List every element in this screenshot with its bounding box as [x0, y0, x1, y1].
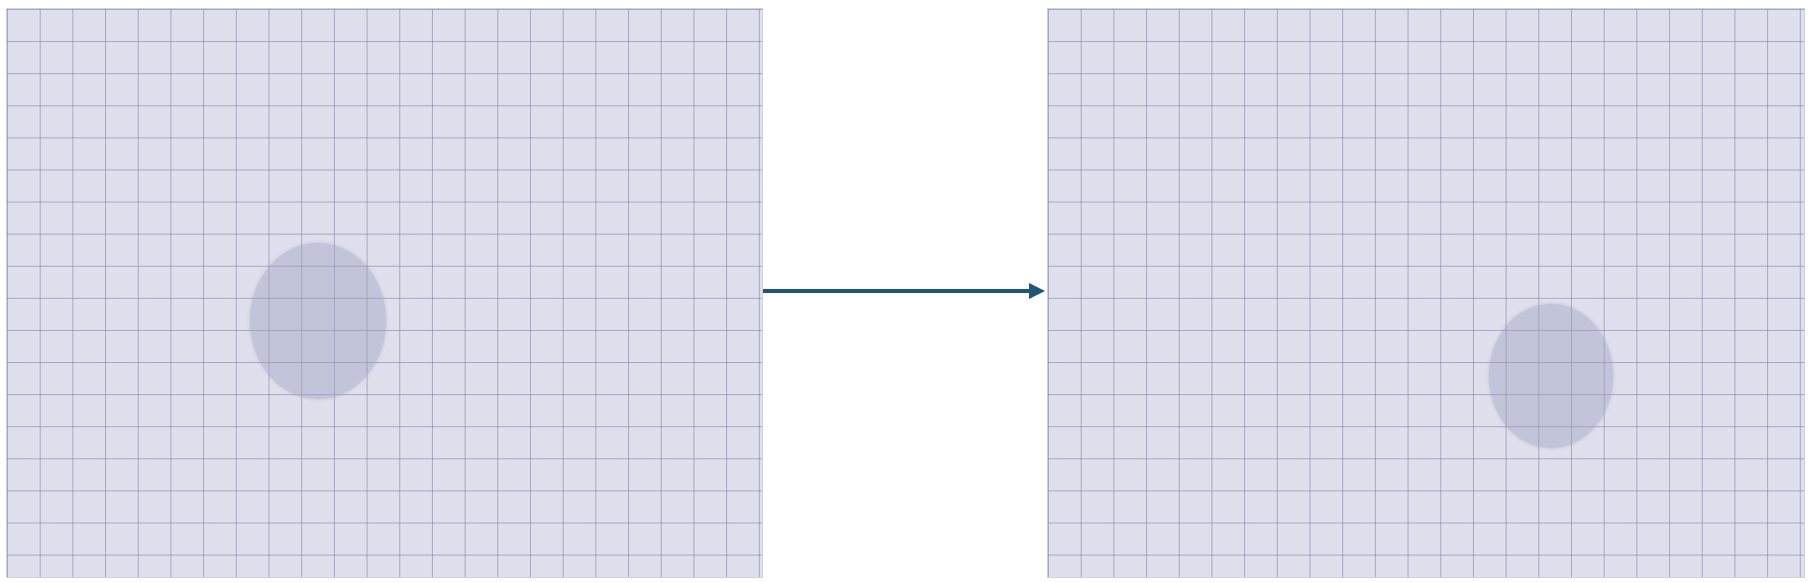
- transition-arrow: [763, 283, 1045, 299]
- grid-panel-before: [6, 8, 763, 578]
- blob-after: [1489, 304, 1613, 448]
- blob-before: [250, 243, 386, 399]
- grid-panel-after: [1047, 8, 1805, 578]
- arrow-head: [1029, 283, 1045, 299]
